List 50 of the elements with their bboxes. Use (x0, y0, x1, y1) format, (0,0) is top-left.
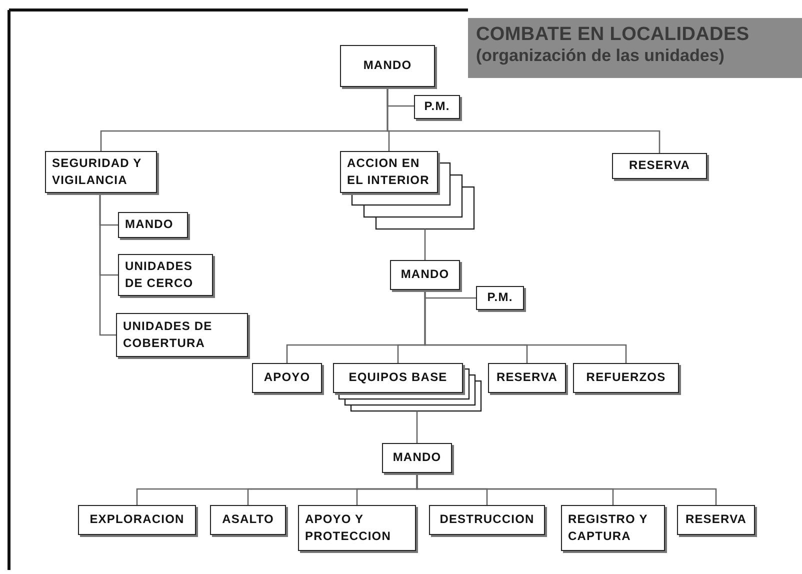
box-label: RESERVA (496, 369, 558, 386)
connector-line (386, 87, 660, 153)
org-box (488, 363, 566, 393)
box-label: APOYO Y PROTECCION (305, 510, 392, 545)
connector-line (416, 473, 717, 505)
subtitle-text: (organización de las unidades) (476, 46, 726, 66)
title-text: COMBATE EN LOCALIDADES (476, 24, 750, 46)
org-box (118, 254, 213, 296)
connector-line (416, 411, 418, 443)
org-box (340, 151, 438, 193)
box-label: MANDO (392, 449, 442, 466)
box-label: REGISTRO Y CAPTURA (568, 510, 649, 545)
org-box (382, 443, 452, 473)
org-box (414, 95, 460, 119)
box-label: UNIDADES DE COBERTURA (123, 318, 214, 352)
box-label: P.M. (487, 289, 513, 306)
org-box (561, 505, 665, 551)
box-label: RESERVA (628, 157, 690, 174)
box-label: UNIDADES DE CERCO (125, 258, 194, 292)
connector-line (424, 290, 627, 363)
org-box (333, 363, 463, 393)
box-label: ACCION EN EL INTERIOR (347, 154, 430, 189)
org-box (677, 505, 755, 535)
org-box (298, 505, 416, 551)
org-box (210, 505, 286, 535)
org-box (390, 260, 460, 290)
box-label: MANDO (363, 57, 412, 74)
connector-line (424, 229, 426, 260)
org-box (429, 505, 545, 535)
org-box (118, 212, 188, 238)
box-label: MANDO (400, 266, 450, 284)
org-box (45, 151, 157, 193)
box-label: ASALTO (222, 511, 274, 528)
box-label: APOYO (264, 369, 310, 386)
box-label: DESTRUCCION (440, 511, 534, 528)
org-box (612, 153, 707, 179)
connector-line (99, 193, 116, 336)
org-box (78, 505, 196, 535)
org-box (252, 363, 322, 393)
box-label: REFUERZOS (586, 369, 666, 386)
org-box (116, 313, 248, 357)
box-label: RESERVA (685, 511, 747, 528)
box-label: SEGURIDAD Y VIGILANCIA (52, 154, 143, 189)
box-label: P.M. (424, 98, 450, 116)
box-label: EQUIPOS BASE (348, 369, 448, 386)
box-label: EXPLORACION (90, 511, 184, 528)
box-label: MANDO (125, 216, 174, 234)
org-box (340, 45, 435, 87)
org-box (476, 286, 524, 310)
org-box (573, 363, 679, 393)
